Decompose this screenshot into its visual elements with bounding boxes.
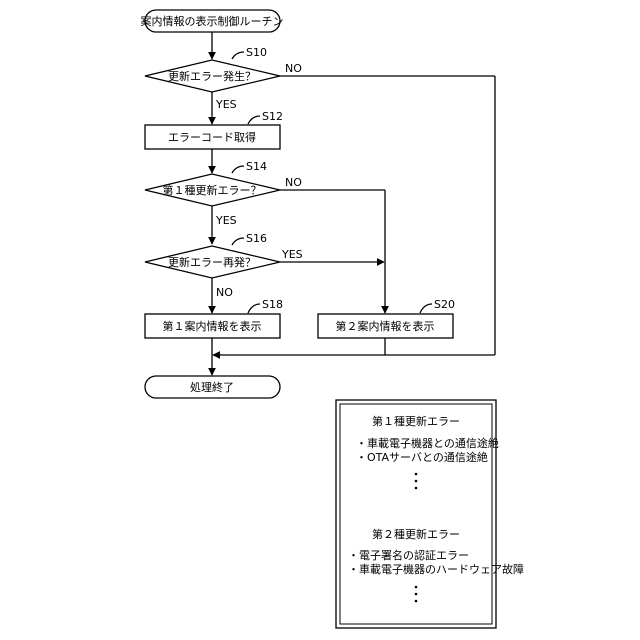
- start-text: 案内情報の表示制御ルーチン: [141, 14, 284, 28]
- process-s18-text: 第１案内情報を表示: [163, 319, 262, 333]
- s16-yes-label: YES: [281, 248, 303, 261]
- decision-s10-text: 更新エラー発生？: [168, 69, 256, 83]
- step-label-s16: S16: [246, 232, 267, 245]
- legend-type1-item-1: ・車載電子機器との通信途絶: [356, 436, 499, 450]
- decision-s16-text: 更新エラー再発？: [168, 255, 256, 269]
- end-text: 処理終了: [190, 380, 234, 394]
- process-s20-text: 第２案内情報を表示: [336, 319, 435, 333]
- s14-yes-label: YES: [215, 214, 237, 227]
- legend-type1-item-2: ・OTAサーバとの通信途絶: [356, 450, 488, 464]
- s16-no-label: NO: [216, 286, 233, 299]
- step-label-s10: S10: [246, 46, 267, 59]
- step-label-s14: S14: [246, 160, 267, 173]
- legend-type1-title: 第１種更新エラー: [372, 414, 460, 428]
- s14-no-label: NO: [285, 176, 302, 189]
- step-label-s20: S20: [434, 298, 455, 311]
- legend-type1-ellipsis: [415, 473, 418, 490]
- s10-yes-label: YES: [215, 98, 237, 111]
- step-label-s12: S12: [262, 110, 283, 123]
- decision-s14-text: 第１種更新エラー？: [163, 183, 262, 197]
- step-label-s18: S18: [262, 298, 283, 311]
- legend-type2-item-1: ・電子署名の認証エラー: [348, 548, 469, 562]
- legend-type2-item-2: ・車載電子機器のハードウェア故障: [348, 562, 524, 576]
- s10-no-label: NO: [285, 62, 302, 75]
- legend-type2-title: 第２種更新エラー: [372, 527, 460, 541]
- process-s12-text: エラーコード取得: [168, 131, 256, 144]
- legend-type2-ellipsis: [415, 586, 418, 603]
